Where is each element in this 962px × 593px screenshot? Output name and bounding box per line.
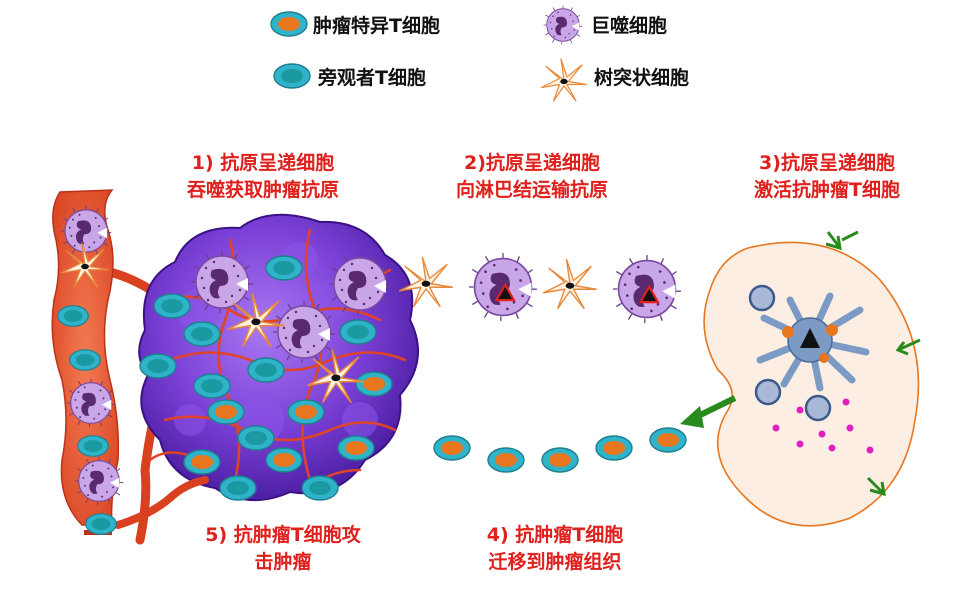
- step-5-line-1: 5) 抗肿瘤T细胞攻: [205, 524, 361, 546]
- step-2-line-2: 向淋巴结运输抗原: [455, 179, 608, 201]
- bystander-t-cell: [265, 255, 303, 281]
- legend-label-macrophage: 巨噬细胞: [591, 15, 668, 37]
- tumor-specific-t-cell: [207, 399, 245, 425]
- naive-t-cells: [748, 284, 832, 422]
- step-4-line-2: 迁移到肿瘤组织: [488, 551, 622, 573]
- bystander-t-cell: [219, 475, 257, 501]
- bystander-t-cell: [339, 319, 377, 345]
- tumor-specific-t-cell: [541, 447, 579, 473]
- legend-bystander-t-cell-icon: [273, 63, 311, 89]
- step-5-title: 5) 抗肿瘤T细胞攻 击肿瘤: [178, 522, 388, 576]
- tumor-specific-t-cell: [265, 447, 303, 473]
- legend-dendritic-cell-icon: [540, 58, 588, 102]
- cytokines: [772, 398, 874, 454]
- t-cell-migration-row: [433, 427, 687, 473]
- tumor-specific-t-cell: [287, 399, 325, 425]
- step-5-line-2: 击肿瘤: [254, 551, 312, 573]
- step-3-line-2: 激活抗肿瘤T细胞: [754, 179, 900, 201]
- legend-label-bystander-t-cell: 旁观者T细胞: [318, 67, 426, 89]
- bystander-t-cell: [301, 475, 339, 501]
- tumor-specific-t-cell: [183, 449, 221, 475]
- tumor-specific-t-cell: [433, 435, 471, 461]
- step-1-line-2: 吞噬获取肿瘤抗原: [186, 179, 339, 201]
- legend-label-dendritic-cell: 树突状细胞: [594, 67, 690, 89]
- macrophage-with-antigen: [613, 255, 681, 323]
- bystander-t-cell: [69, 349, 101, 371]
- antigen-transport-row: [399, 253, 681, 323]
- bystander-t-cell: [183, 321, 221, 347]
- step-1-title: 1) 抗原呈递细胞 吞噬获取肿瘤抗原: [158, 150, 368, 204]
- bystander-t-cell: [57, 305, 89, 327]
- tumor-specific-t-cell: [487, 447, 525, 473]
- tumor-specific-t-cell: [355, 371, 393, 397]
- bystander-t-cell: [193, 373, 231, 399]
- bystander-t-cell: [139, 353, 177, 379]
- macrophage-with-antigen: [469, 253, 537, 321]
- step-3-line-1: 3)抗原呈递细胞: [759, 152, 895, 174]
- dendritic-cell: [543, 258, 597, 310]
- bystander-t-cell: [237, 425, 275, 451]
- activated-dendritic-cell: [756, 292, 870, 392]
- bystander-t-cell: [77, 435, 109, 457]
- step-2-title: 2)抗原呈递细胞 向淋巴结运输抗原: [432, 150, 632, 204]
- efferent-arrow: [680, 395, 737, 428]
- step-2-line-1: 2)抗原呈递细胞: [464, 152, 600, 174]
- legend-label-tumor-t-cell: 肿瘤特异T细胞: [313, 15, 440, 37]
- tumor-specific-t-cell: [595, 435, 633, 461]
- step-4-line-1: 4) 抗肿瘤T细胞: [486, 524, 624, 546]
- lymph-node: [680, 230, 921, 527]
- legend-macrophage-icon: [543, 5, 583, 45]
- step-4-title: 4) 抗肿瘤T细胞 迁移到肿瘤组织: [450, 522, 660, 576]
- tumor-specific-t-cell: [649, 427, 687, 453]
- legend-tumor-t-cell-icon: [270, 11, 308, 37]
- bystander-t-cell: [85, 513, 117, 535]
- step-1-line-1: 1) 抗原呈递细胞: [191, 152, 335, 174]
- bystander-t-cell: [153, 293, 191, 319]
- step-3-title: 3)抗原呈递细胞 激活抗肿瘤T细胞: [722, 150, 932, 204]
- bystander-t-cell: [247, 357, 285, 383]
- tumor-specific-t-cell: [337, 435, 375, 461]
- afferent-arrows: [825, 230, 921, 497]
